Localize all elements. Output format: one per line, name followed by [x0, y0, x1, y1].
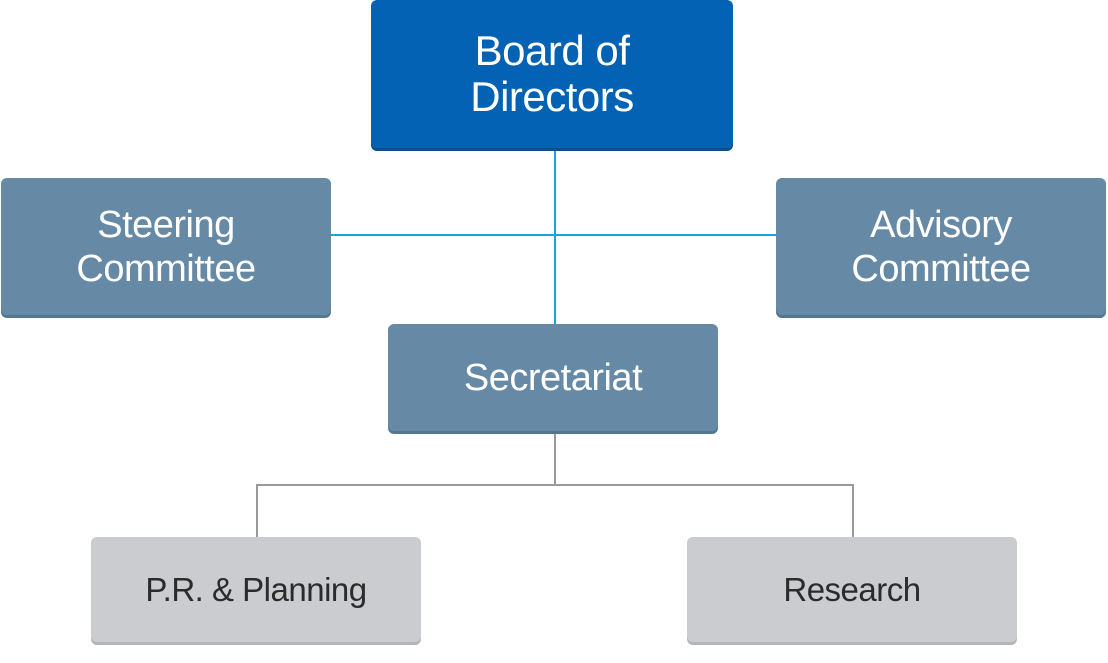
pr-planning-box: P.R. & Planning	[91, 537, 421, 642]
secretariat-label: Secretariat	[463, 356, 643, 399]
pr-planning-label: P.R. & Planning	[145, 570, 367, 608]
advisory-committee-label: Advisory Committee	[851, 203, 1031, 290]
board-of-directors-box: Board of Directors	[371, 0, 733, 148]
connector-departments-bar	[256, 484, 854, 537]
advisory-committee-box: Advisory Committee	[776, 178, 1106, 315]
steering-committee-box: Steering Committee	[1, 178, 331, 315]
board-of-directors-label: Board of Directors	[470, 27, 634, 120]
secretariat-box: Secretariat	[388, 324, 718, 431]
research-box: Research	[687, 537, 1017, 642]
steering-committee-label: Steering Committee	[76, 203, 256, 290]
research-label: Research	[783, 570, 921, 608]
